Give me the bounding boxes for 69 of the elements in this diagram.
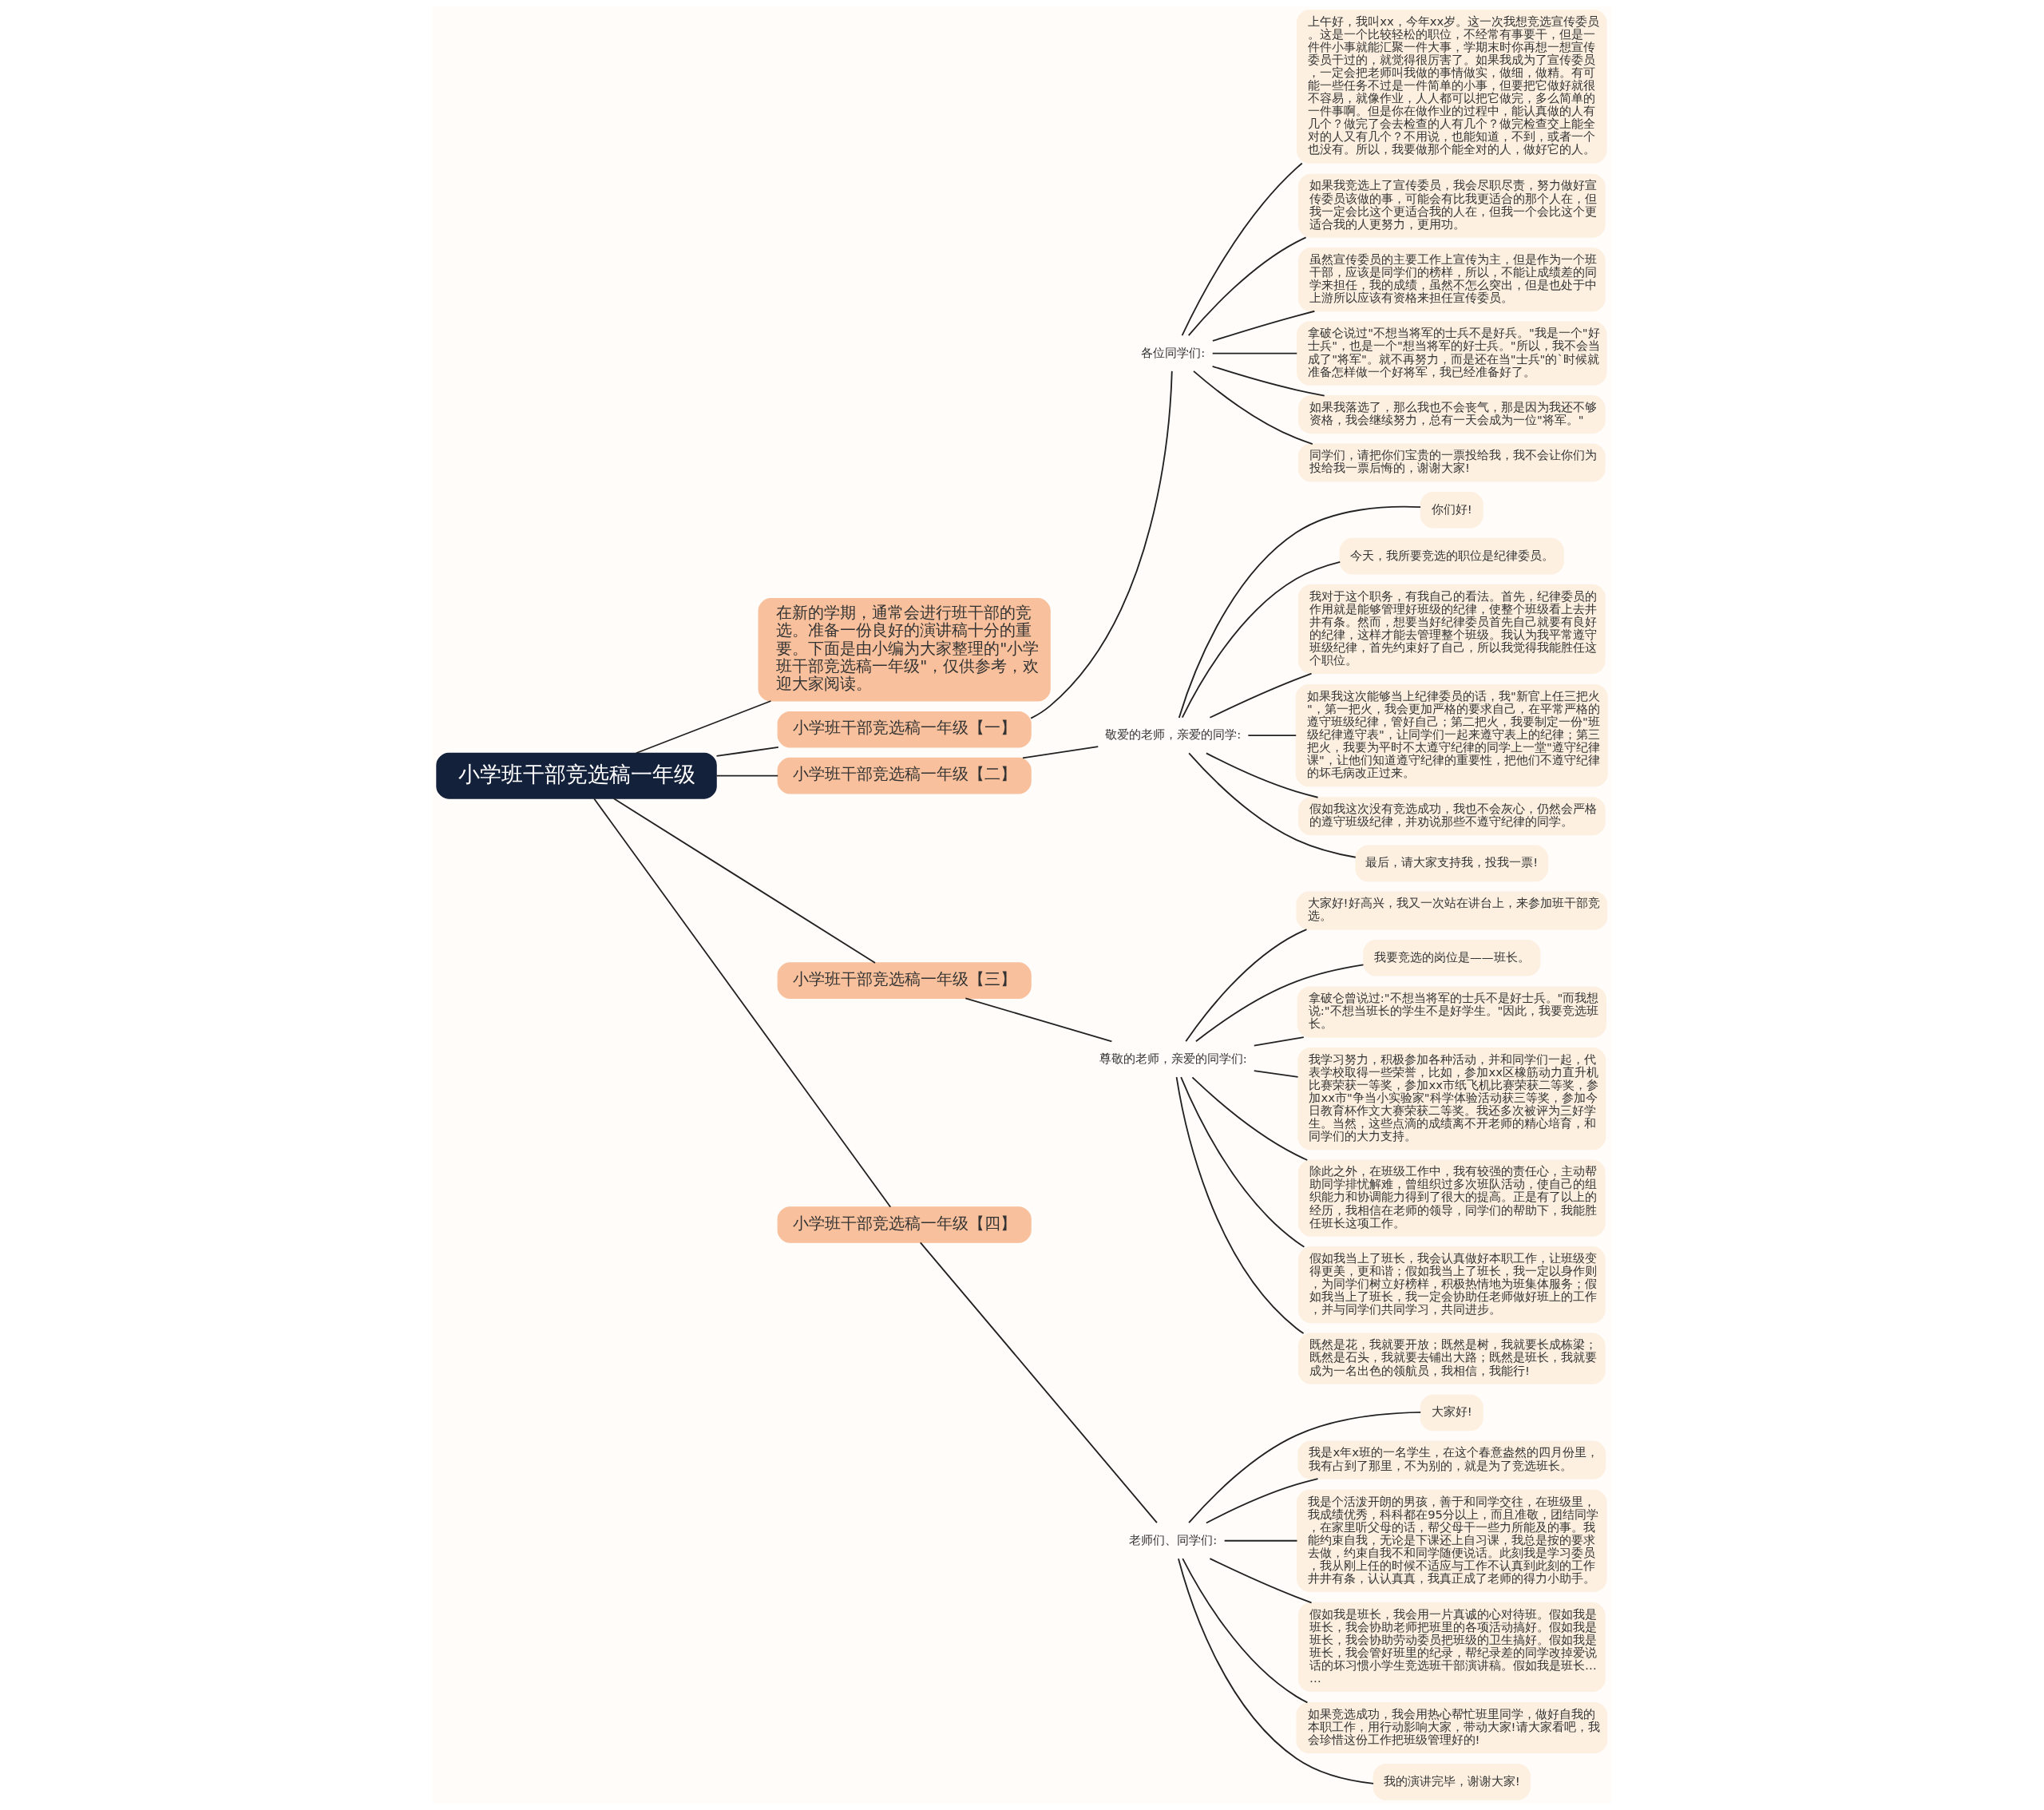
node-box: 我对于这个职务，有我自己的看法。首先，纪律委员的作用就是能够管理好班级的纪律，使整个班级看上去井井有条。然而，想要当好纪律委员首先自己就要有良好的纪律，这样才能去管理整个班级。我认为我平常遵守班级纪律，首先约束好了自己，所以我觉得我能胜任这个职位。 <box>1297 584 1606 675</box>
connector <box>715 747 779 757</box>
connector <box>1178 1558 1375 1784</box>
connector <box>1182 1558 1309 1704</box>
node-box: 我要竞选的岗位是——班长。 <box>1363 939 1541 976</box>
node-box: 你们好! <box>1420 491 1483 529</box>
connector <box>635 700 772 754</box>
node-box: 小学班干部竞选稿一年级【三】 <box>777 962 1032 999</box>
node-box: 拿破仑曾说过:"不想当将军的士兵不是好士兵。"而我想说:"不想当班长的学生不是好学生。"因此，我要竞选班长。 <box>1297 986 1606 1038</box>
connector <box>1211 352 1298 354</box>
connector <box>1211 365 1325 397</box>
connector <box>715 774 779 777</box>
node-box: 假如我这次没有竞选成功，我也不会灰心，仍然会严格的遵守班级纪律，并劝说那些不遵守纪律的同学。 <box>1297 797 1606 836</box>
node-box: 在新的学期，通常会进行班干部的竞选。准备一份良好的演讲稿十分的重要。下面是由小编为大家整理的"小学班干部竞选稿一年级"，仅供参考，欢迎大家阅读。 <box>758 598 1051 702</box>
node-box: 我是x年x班的一名学生，在这个春意盎然的四月份里，我有占到了那里，不为别的，就是为了竞选班长。 <box>1297 1440 1606 1479</box>
node-box: 如果我落选了，那么我也不会丧气，那是因为我还不够资格，我会继续努力，总有一天会成为一位"将军。" <box>1297 395 1606 434</box>
connector <box>1178 505 1421 719</box>
node-box: 小学班干部竞选稿一年级【一】 <box>777 711 1032 748</box>
node-box: 虽然宣传委员的主要工作上宣传为主，但是作为一个班干部，应该是同学们的榜样，所以，不能让成绩差的同学来担任，我的成绩，虽然不怎么突出，但是也处于中上游所以应该有资格来担任宣传委员。 <box>1297 248 1606 312</box>
connector <box>1185 929 1308 1043</box>
node-box: 我是个活泼开朗的男孩，善于和同学交往，在班级里，我成绩优秀，科科都在95分以上，而且准敬，团结同学，在家里听父母的话，帮父母干一些力所能及的事。我能约束自我，无论是下课还上自习课，我总是按的要求去做，约束自我不和同学随便说话。此刻我是学习委员，我从刚上任的时候不适应与工作不认真到此刻的工作井井有条，认认真真，我真正成了老师的得力小助手。 <box>1297 1489 1607 1592</box>
node-box: 小学班干部竞选稿一年级【四】 <box>777 1206 1032 1243</box>
node-box: 拿破仑说过"不想当将军的士兵不是好兵。"我是一个"好士兵"，也是一个"想当将军的好士兵。"所以，我不会当成了"将军"。就不再努力，而是还在当"士兵"的`时候就准备怎样做一个好将军，我已经准备好了。 <box>1297 321 1607 386</box>
connector <box>1209 672 1313 719</box>
node-box: 最后，请大家支持我，投我一票! <box>1355 845 1549 882</box>
connector <box>1253 1036 1305 1047</box>
connector <box>593 798 892 1208</box>
node-box: 如果我这次能够当上纪律委员的话，我"新官上任三把火"，第一把火，我会更加严格的要求自己，在平常严格的遵守班级纪律，管好自己；第二把火，我要制定一份"班级纪律遵守表"，让同学们一起来遵守表上的纪律；第三把火，我要为平时不太遵守纪律的同学上一堂"遵守纪律课"，让他们知道遵守纪律的重要性，把他们不遵守纪律的坏毛病改正过来。 <box>1295 684 1608 787</box>
node-box: 大家好! <box>1420 1394 1483 1432</box>
connector <box>612 798 876 964</box>
node-box: 假如我当上了班长，我会认真做好本职工作，让班级变得更美，更和谐；假如我当上了班长，我一定以身作则，为同学们树立好榜样，积极热情地为班集体服务；假如我当上了班长，我一定会协助任老师做好班上的工作，并与同学们共同学习，共同进步。 <box>1297 1246 1606 1324</box>
connector <box>1195 964 1365 1043</box>
connector <box>1188 752 1357 858</box>
node-box: 除此之外，在班级工作中，我有较强的责任心，主动帮助同学排忧解难，曾组织过多次班队活动，使自己的组织能力和协调能力得到了很大的提高。正是有了以上的经历，我相信在老师的领导，同学们的帮助下，我能胜任班长这项工作。 <box>1297 1159 1606 1237</box>
node-box: 我的演讲完毕，谢谢大家! <box>1373 1764 1531 1800</box>
node-box: 既然是花，我就要开放；既然是树，我就要长成栋梁；既然是石头，我就要去铺出大路；既然是班长，我就要成为一名出色的领航员，我相信，我能行! <box>1297 1333 1606 1384</box>
connector <box>1180 1076 1305 1248</box>
connector <box>1188 1411 1422 1524</box>
node-text: 尊敬的老师，亲爱的同学们: <box>1099 1051 1247 1065</box>
connector <box>1187 236 1307 336</box>
connector <box>1211 310 1316 342</box>
connector <box>1223 1539 1298 1542</box>
connector <box>1205 1478 1319 1524</box>
connector <box>1193 370 1313 445</box>
connector <box>1209 1558 1313 1604</box>
connector <box>1191 1076 1309 1161</box>
connector <box>1030 370 1173 719</box>
node-text: 老师们、同学们: <box>1129 1532 1218 1547</box>
node-box: 小学班干部竞选稿一年级 <box>436 752 717 799</box>
connector <box>1022 746 1099 759</box>
node-text: 各位同学们: <box>1141 345 1206 359</box>
connector <box>1181 162 1303 337</box>
connector <box>1205 752 1319 798</box>
connector <box>919 1242 1158 1524</box>
node-text: 敬爱的老师，亲爱的同学: <box>1105 727 1242 741</box>
node-box: 如果我竞选上了宣传委员，我会尽职尽责，努力做好宣传委员该做的事，可能会有比我更适合的那个人在，但我一定会比这个更适合我的人在，但我一个会比这个更适合我的人更努力，更用功。 <box>1297 173 1606 238</box>
node-box: 上午好，我叫xx，今年xx岁。这一次我想竞选宣传委员。这是一个比较轻松的职位，不经常有事要干，但是一件件小事就能汇聚一件大事，学期末时你再想一想宣传委员干过的，就觉得很厉害了。如果我成为了宣传委员，一定会把老师叫我做的事情做实，做细，做精。有可能一些任务不过是一件简单的小事，但要把它做好就很不容易，就像作业，人人都可以把它做完，多么简单的一件事啊。但是你在做作业的过程中，能认真做的人有几个？做完了会去检查的人有几个？做完检查交上能全对的人又有几个？不用说，也能知道，不到，或者一个也没有。所以，我要做那个能全对的人，做好它的人。 <box>1297 10 1607 164</box>
connector <box>1247 735 1297 737</box>
node-box: 今天，我所要竞选的职位是纪律委员。 <box>1339 537 1564 575</box>
node-box: 我学习努力，积极参加各种活动，并和同学们一起，代表学校取得一些荣誉，比如，参加xx区橡筋动力直升机比赛荣获一等奖，参加xx市纸飞机比赛荣获二等奖，参加xx市"争当小实验家"科学体验活动获三等奖，参加今日教育杯作文大赛荣获二等奖。我还多次被评为三好学生。当然，这些点滴的成绩离不开老师的精心培育，和同学们的大力支持。 <box>1297 1048 1606 1151</box>
node-box: 如果竞选成功，我会用热心帮忙班里同学，做好自我的本职工作，用行动影响大家，带动大家!请大家看吧，我会珍惜这份工作把班级管理好的! <box>1296 1702 1608 1754</box>
connector <box>1253 1070 1299 1078</box>
connector <box>965 997 1113 1043</box>
node-box: 小学班干部竞选稿一年级【二】 <box>777 757 1032 794</box>
connector <box>1181 560 1341 719</box>
node-box: 假如我是班长，我会用一片真诚的心对待班。假如我是班长，我会协助老师把班里的各项活动搞好。假如我是班长，我会协助劳动委员把班级的卫生搞好。假如我是班长，我会管好班里的纪录，帮纪录差的同学改掉爱说话的坏习惯小学生竞选班干部演讲稿。假如我是班长…… <box>1297 1602 1606 1693</box>
node-box: 同学们，请把你们宝贵的一票投给我，我不会让你们为投给我一票后悔的，谢谢大家! <box>1297 443 1606 482</box>
connector <box>1175 1076 1305 1334</box>
node-box: 大家好!好高兴，我又一次站在讲台上，来参加班干部竞选。 <box>1296 891 1608 930</box>
